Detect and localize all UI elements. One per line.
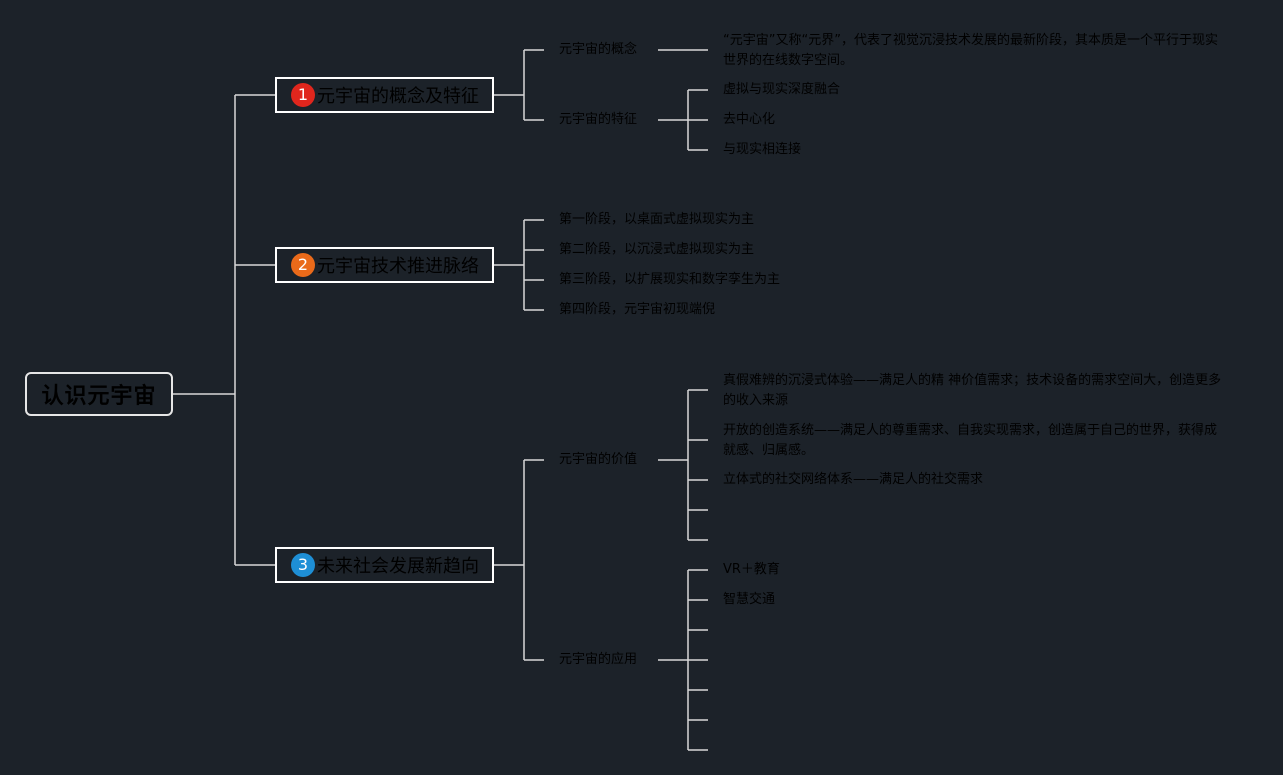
subtopic-features[interactable]: 元宇宙的特征 — [559, 112, 638, 127]
subtopic-stage-1[interactable]: 第一阶段，以桌面式虚拟现实为主 — [559, 212, 755, 227]
branch-node-tech-progress[interactable]: 2 元宇宙技术推进脉络 — [275, 247, 494, 283]
leaf-app-1[interactable]: VR＋教育 — [723, 562, 780, 577]
leaf-feature-3[interactable]: 与现实相连接 — [723, 142, 802, 157]
leaf-value-1[interactable]: 真假难辨的沉浸式体验——满足人的精 神价值需求；技术设备的需求空间大，创造更多的… — [723, 373, 1222, 408]
branch-label: 元宇宙的概念及特征 — [317, 86, 479, 107]
branch-label: 未来社会发展新趋向 — [317, 556, 479, 577]
subtopic-stage-2[interactable]: 第二阶段，以沉浸式虚拟现实为主 — [559, 242, 755, 257]
leaf-app-2[interactable]: 智慧交通 — [723, 592, 776, 607]
subtopic-value[interactable]: 元宇宙的价值 — [559, 452, 638, 467]
leaf-value-3[interactable]: 立体式的社交网络体系——满足人的社交需求 — [723, 472, 984, 487]
number-badge-2: 2 — [291, 253, 315, 277]
branch-node-concept[interactable]: 1 元宇宙的概念及特征 — [275, 77, 494, 113]
number-badge-1: 1 — [291, 83, 315, 107]
leaf-feature-2[interactable]: 去中心化 — [723, 112, 776, 127]
branch-node-future-trends[interactable]: 3 未来社会发展新趋向 — [275, 547, 494, 583]
leaf-feature-1[interactable]: 虚拟与现实深度融合 — [723, 82, 841, 97]
root-node[interactable]: 认识元宇宙 — [25, 372, 173, 416]
number-badge-3: 3 — [291, 553, 315, 577]
branch-label: 元宇宙技术推进脉络 — [317, 256, 479, 277]
leaf-value-2[interactable]: 开放的创造系统——满足人的尊重需求、自我实现需求，创造属于自己的世界，获得成就感… — [723, 423, 1218, 458]
subtopic-applications[interactable]: 元宇宙的应用 — [559, 652, 638, 667]
subtopic-stage-3[interactable]: 第三阶段，以扩展现实和数字孪生为主 — [559, 272, 781, 287]
root-label: 认识元宇宙 — [41, 384, 157, 409]
subtopic-stage-4[interactable]: 第四阶段，元宇宙初现端倪 — [559, 302, 716, 317]
subtopic-concept[interactable]: 元宇宙的概念 — [559, 42, 638, 57]
leaf-concept-definition[interactable]: “元宇宙”又称“元界”，代表了视觉沉浸技术发展的最新阶段，其本质是一个平行于现实… — [723, 33, 1218, 68]
